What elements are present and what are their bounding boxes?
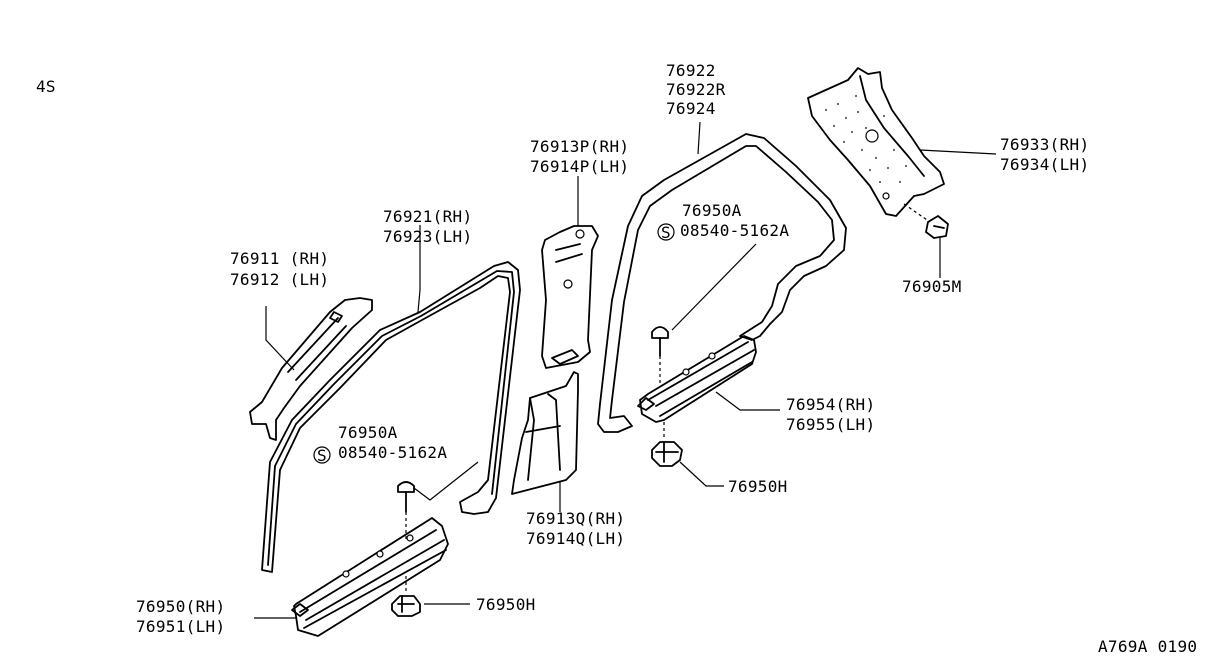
rear-pillar-garnish (807, 67, 945, 217)
label-76905M: 76905M (902, 277, 962, 296)
rear-kicking-plate (637, 335, 757, 423)
label-76950: 76950(RH) (136, 597, 225, 616)
leader-rear-screw (671, 243, 757, 331)
rear-pillar-texture (825, 95, 907, 183)
center-pillar-lower-garnish (511, 371, 579, 495)
label-76912: 76912 (LH) (230, 270, 329, 289)
label-76913Q: 76913Q(RH) (526, 509, 625, 528)
label-rear-76950H: 76950H (728, 477, 788, 496)
label-76923: 76923(LH) (383, 227, 472, 246)
rear-weatherstrip (597, 133, 847, 433)
label-76951: 76951(LH) (136, 617, 225, 636)
leader-76921 (417, 225, 421, 313)
label-front-screw: 08540-5162A (338, 443, 447, 462)
label-76922: 76922 (666, 61, 716, 80)
label-76933: 76933(RH) (1000, 135, 1089, 154)
leader-front-screw (413, 461, 479, 501)
label-76914P: 76914P(LH) (530, 157, 629, 176)
label-front-clip-76950A: 76950A (338, 423, 398, 442)
svg-text:S: S (317, 446, 327, 465)
rear-clip-icon (651, 422, 683, 467)
label-76955: 76955(LH) (786, 415, 875, 434)
front-screw-icon (397, 481, 415, 540)
label-76914Q: 76914Q(LH) (526, 529, 625, 548)
label-76934: 76934(LH) (1000, 155, 1089, 174)
label-76913P: 76913P(RH) (530, 137, 629, 156)
label-76911: 76911 (RH) (230, 249, 329, 268)
label-76924: 76924 (666, 99, 716, 118)
front-kicking-plate (291, 517, 449, 637)
label-rear-clip-76950A: 76950A (682, 201, 742, 220)
label-front-76950H: 76950H (476, 595, 536, 614)
center-pillar-upper-garnish (541, 225, 599, 369)
variant-label: 4S (36, 77, 56, 96)
leader-76954 (715, 391, 780, 411)
leader-76933 (919, 149, 997, 155)
label-76921: 76921(RH) (383, 207, 472, 226)
label-rear-screw: 08540-5162A (680, 221, 789, 240)
leader-rear-76950H (679, 461, 724, 487)
label-76954: 76954(RH) (786, 395, 875, 414)
front-pillar-upper-garnish (249, 297, 373, 441)
screw-symbol-rear: S (657, 223, 675, 242)
label-76922R: 76922R (666, 80, 726, 99)
front-weatherstrip (261, 261, 521, 573)
front-clip-icon (391, 576, 421, 617)
leader-76911 (265, 306, 295, 371)
rear-screw-icon (651, 326, 669, 384)
rear-pillar-clip-icon (903, 203, 949, 239)
screw-symbol-front: S (313, 446, 331, 465)
svg-text:S: S (661, 223, 671, 242)
leader-76922 (697, 121, 701, 155)
drawing-code: A769A 0190 (1098, 637, 1197, 656)
